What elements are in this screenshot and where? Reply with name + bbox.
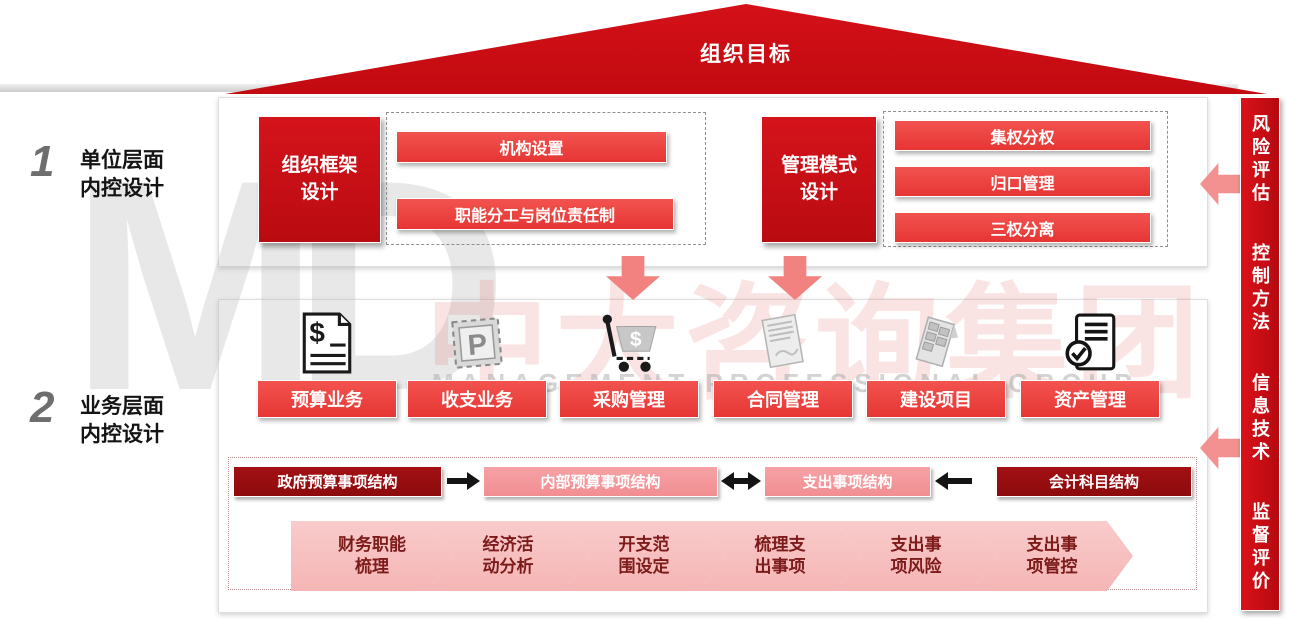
module-procurement: $ 采购管理 [559,306,699,418]
item-duty-division: 职能分工与岗位责任制 [396,198,674,230]
svg-text:P: P [467,329,489,363]
shopping-cart-icon: $ [597,306,661,380]
goal-roof-label: 组织目标 [700,43,792,66]
module-label-construction: 建设项目 [866,380,1006,418]
process-step-5: 支出事 项风险 [835,521,997,591]
sidebar-item-supervision-evaluation: 监督评价 [1250,501,1270,594]
process-step-6: 支出事 项管控 [971,521,1133,591]
level-1-number: 1 [30,137,55,186]
process-step-2-line2: 动分析 [482,557,534,576]
process-step-5-line2: 项风险 [890,557,942,576]
item-org-setup: 机构设置 [396,131,667,163]
module-label-income-expense: 收支业务 [407,380,547,418]
management-model-items-group [883,111,1168,247]
level-1-label-line2: 内控设计 [80,177,164,201]
process-step-3: 开支范 围设定 [563,521,725,591]
contract-icon [754,306,812,380]
process-step-2-line1: 经济活 [482,534,534,554]
svg-text:$: $ [309,317,325,348]
goal-roof-banner: 组织目标 [225,4,1267,94]
blueprint-icon [906,306,966,380]
arrow-right-icon [447,472,480,490]
process-step-4-line1: 梳理支 [754,534,806,554]
item-centralized-mgmt: 归口管理 [894,166,1151,197]
process-step-6-line2: 项管控 [1026,557,1078,576]
level-1-label-line1: 单位层面 [80,149,164,172]
module-budget: $ 预算业务 [257,306,397,418]
module-income-expense: P 收支业务 [407,306,547,418]
svg-text:$: $ [630,328,642,351]
process-step-6-line1: 支出事 [1026,534,1078,554]
module-label-assets: 资产管理 [1020,380,1160,418]
struct-expenditure-items: 支出事项结构 [764,466,931,497]
process-step-3-line2: 围设定 [618,557,670,576]
module-label-contract: 合同管理 [713,380,853,418]
org-framework-design-box: 组织框架 设计 [258,116,381,243]
asset-checklist-icon [1062,306,1118,380]
module-label-budget: 预算业务 [257,380,397,418]
budget-document-icon: $ [298,306,356,380]
struct-gov-budget: 政府预算事项结构 [233,466,442,497]
struct-accounting-subjects: 会计科目结构 [996,466,1192,497]
level-2-label-line2: 内控设计 [80,423,164,447]
module-contract: 合同管理 [713,306,853,418]
level-2-number: 2 [30,383,55,432]
process-step-5-line1: 支出事 [890,534,942,554]
org-framework-title-line1: 组织框架 [281,154,358,176]
management-model-design-box: 管理模式 设计 [761,116,877,243]
management-model-title-line2: 设计 [799,181,838,203]
module-construction: 建设项目 [866,306,1006,418]
org-framework-title-line2: 设计 [300,181,339,203]
management-model-title-line1: 管理模式 [780,154,857,176]
sidebar-item-information-technology: 信息技术 [1250,372,1270,465]
process-step-4-line2: 出事项 [754,557,806,576]
process-step-3-line1: 开支范 [618,534,670,554]
org-framework-items-group [386,112,706,245]
level-2-label: 业务层面 内控设计 [80,393,164,450]
item-centralization: 集权分权 [894,120,1151,151]
module-assets: 资产管理 [1020,306,1160,418]
process-step-4: 梳理支 出事项 [699,521,861,591]
stamp-icon: P [449,306,505,380]
module-label-procurement: 采购管理 [559,380,699,418]
level-2-label-line1: 业务层面 [80,395,164,418]
level-1-label: 单位层面 内控设计 [80,147,164,204]
process-step-1: 财务职能 梳理 [291,521,453,591]
sidebar-item-control-methods: 控制方法 [1250,243,1270,336]
process-step-1-line2: 梳理 [355,557,389,576]
item-separation-of-powers: 三权分离 [894,212,1151,243]
sidebar-item-risk-assessment: 风险评估 [1250,114,1270,206]
struct-internal-budget: 内部预算事项结构 [483,466,718,497]
process-step-2: 经济活 动分析 [427,521,589,591]
arrow-double-icon [721,472,761,490]
process-step-1-line1: 财务职能 [338,534,406,554]
arrow-left-icon [935,472,972,490]
control-elements-sidebar: 风险评估 控制方法 信息技术 监督评价 [1240,97,1280,611]
